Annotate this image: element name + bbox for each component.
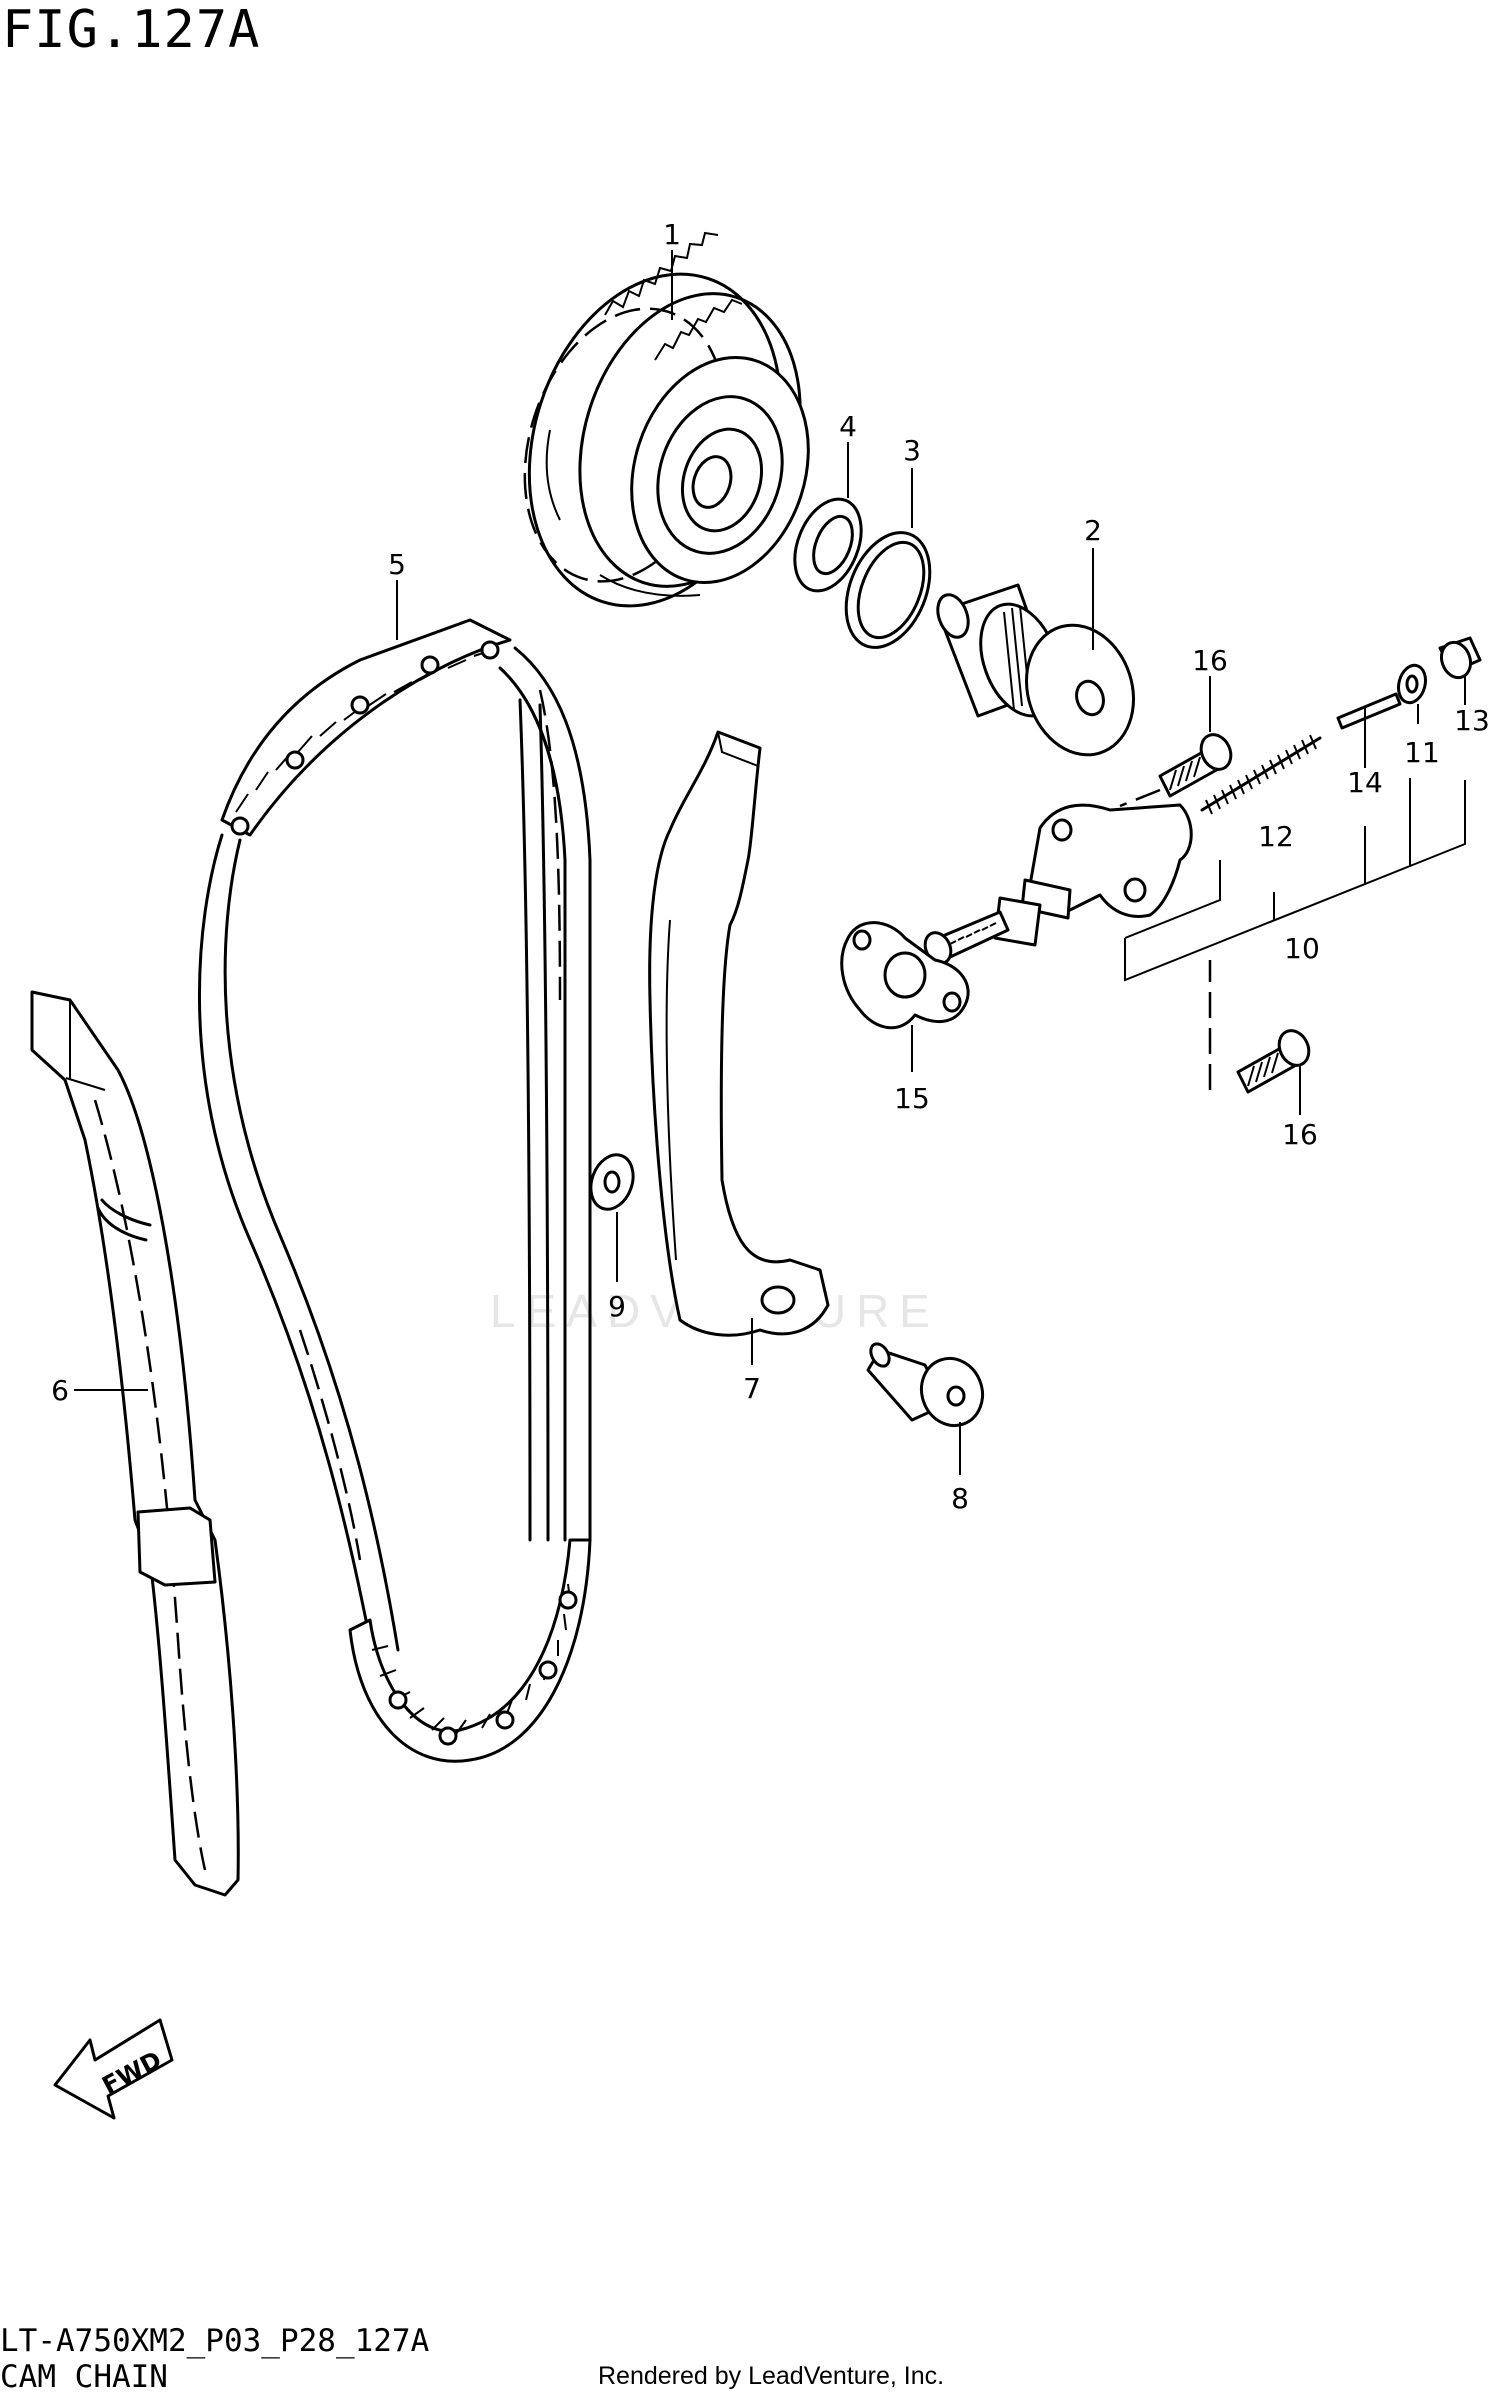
part-16-bolt-lower[interactable] bbox=[1208, 960, 1314, 1094]
part-3-o-ring[interactable] bbox=[830, 520, 945, 660]
callout-16-lower: 16 bbox=[1282, 1118, 1318, 1151]
figure-name: CAM CHAIN bbox=[0, 2359, 168, 2395]
part-16-bolt-upper[interactable] bbox=[1119, 730, 1236, 808]
part-15-gasket[interactable] bbox=[840, 921, 970, 1030]
part-9-washer[interactable] bbox=[584, 1149, 641, 1215]
part-8-guide-bolt[interactable] bbox=[866, 1341, 992, 1435]
part-4-washer[interactable] bbox=[782, 489, 874, 600]
part-11-washer[interactable] bbox=[1395, 662, 1430, 705]
part-2-idler-shaft[interactable] bbox=[932, 583, 1150, 769]
rendered-by-credit: Rendered by LeadVenture, Inc. bbox=[598, 2362, 945, 2390]
callout-13: 13 bbox=[1454, 704, 1490, 737]
part-13-cap-bolt[interactable] bbox=[1437, 636, 1482, 682]
callout-7: 7 bbox=[743, 1372, 761, 1405]
callout-1: 1 bbox=[663, 218, 681, 251]
callout-11: 11 bbox=[1404, 736, 1440, 769]
callout-15: 15 bbox=[894, 1082, 930, 1115]
part-10-tensioner-adjuster[interactable] bbox=[920, 778, 1466, 982]
part-1-idler-gear[interactable] bbox=[488, 231, 836, 639]
callout-3: 3 bbox=[903, 434, 921, 467]
callout-8: 8 bbox=[951, 1482, 969, 1515]
callout-12: 12 bbox=[1258, 820, 1294, 853]
callout-4: 4 bbox=[839, 410, 857, 443]
callout-9: 9 bbox=[608, 1290, 626, 1323]
figure-title: FIG.127A bbox=[2, 0, 261, 60]
leader-lines bbox=[74, 250, 1466, 1475]
callout-5: 5 bbox=[388, 548, 406, 581]
callout-6: 6 bbox=[51, 1374, 69, 1407]
callout-16-upper: 16 bbox=[1192, 644, 1228, 677]
callout-14: 14 bbox=[1347, 766, 1383, 799]
callout-10: 10 bbox=[1284, 932, 1320, 965]
part-12-spring[interactable] bbox=[1200, 734, 1322, 815]
callout-2: 2 bbox=[1084, 514, 1102, 547]
part-5-cam-chain[interactable] bbox=[197, 618, 592, 1763]
fwd-arrow: FWD bbox=[53, 2018, 174, 2120]
part-6-chain-guide[interactable] bbox=[30, 990, 240, 1897]
part-7-tensioner-guide[interactable] bbox=[648, 730, 830, 1337]
figure-code: LT-A750XM2_P03_P28_127A bbox=[0, 2323, 430, 2359]
part-14-pin[interactable] bbox=[1336, 692, 1402, 730]
